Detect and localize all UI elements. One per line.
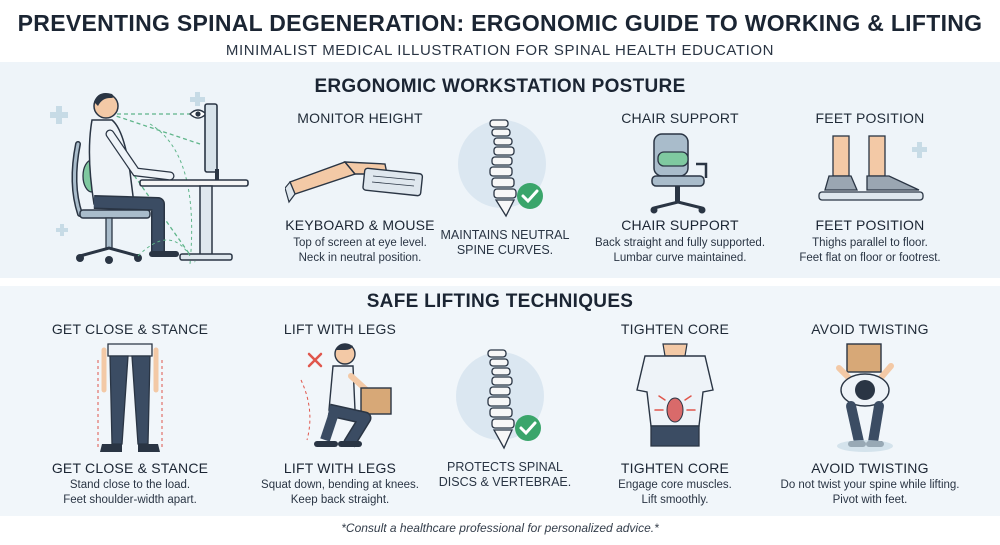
plus-icon (56, 224, 68, 236)
feet-position-description: Thighs parallel to floor.Feet flat on fl… (799, 237, 941, 264)
plus-icon (912, 142, 927, 158)
chair-support-description: Back straight and fully supported.Lumbar… (594, 237, 766, 264)
lift-with-legs-description: Squat down, bending at knees.Keep back s… (261, 479, 419, 506)
stance-illustration (97, 343, 163, 452)
stance-description: Stand close to the load.Feet shoulder-wi… (63, 479, 197, 506)
chair-support-heading: CHAIR SUPPORT (621, 217, 739, 233)
avoid-twisting-description: Do not twist your spine while lifting.Pi… (780, 479, 960, 506)
feet-position-heading: FEET POSITION (815, 217, 925, 233)
avoid-twisting-label: AVOID TWISTING (811, 321, 929, 337)
tighten-core-description: Engage core muscles.Lift smoothly. (618, 479, 732, 506)
warning-x-icon (307, 352, 323, 368)
eye-icon (189, 109, 207, 119)
stance-label: GET CLOSE & STANCE (51, 321, 209, 337)
checkmark-icon (515, 415, 541, 441)
neutral-spine-illustration (458, 119, 546, 218)
tighten-core-label: TIGHTEN CORE (620, 321, 730, 337)
lift-with-legs-label: LIFT WITH LEGS (283, 321, 397, 337)
protected-spine-illustration (456, 349, 544, 450)
lift-with-legs-heading: LIFT WITH LEGS (283, 460, 397, 476)
keyboard-hands-illustration (285, 161, 424, 204)
monitor-height-label: MONITOR HEIGHT (297, 110, 423, 126)
page-subtitle: MINIMALIST MEDICAL ILLUSTRATION FOR SPIN… (225, 42, 775, 59)
tighten-core-heading: TIGHTEN CORE (620, 460, 730, 476)
keyboard-mouse-description: Top of screen at eye level.Neck in neutr… (293, 237, 427, 264)
chair-support-label: CHAIR SUPPORT (621, 110, 739, 126)
plus-icon (50, 106, 68, 124)
squat-lift-illustration (300, 343, 392, 448)
checkmark-icon (517, 183, 543, 209)
twist-topdown-illustration (836, 343, 894, 452)
keyboard-mouse-heading: KEYBOARD & MOUSE (285, 217, 435, 233)
disclaimer-footer: *Consult a healthcare professional for p… (341, 521, 659, 535)
avoid-twisting-heading: AVOID TWISTING (811, 460, 929, 476)
workstation-section-title: ERGONOMIC WORKSTATION POSTURE (314, 76, 686, 97)
stance-heading: GET CLOSE & STANCE (51, 460, 209, 476)
feet-illustration (818, 135, 927, 201)
feet-position-label: FEET POSITION (815, 110, 925, 126)
core-torso-illustration (636, 343, 714, 447)
plus-icon (190, 92, 205, 106)
chair-illustration (650, 133, 708, 214)
lifting-section-title: SAFE LIFTING TECHNIQUES (366, 291, 634, 312)
page-title: PREVENTING SPINAL DEGENERATION: ERGONOMI… (17, 10, 983, 36)
seated-workstation-illustration (50, 92, 249, 265)
